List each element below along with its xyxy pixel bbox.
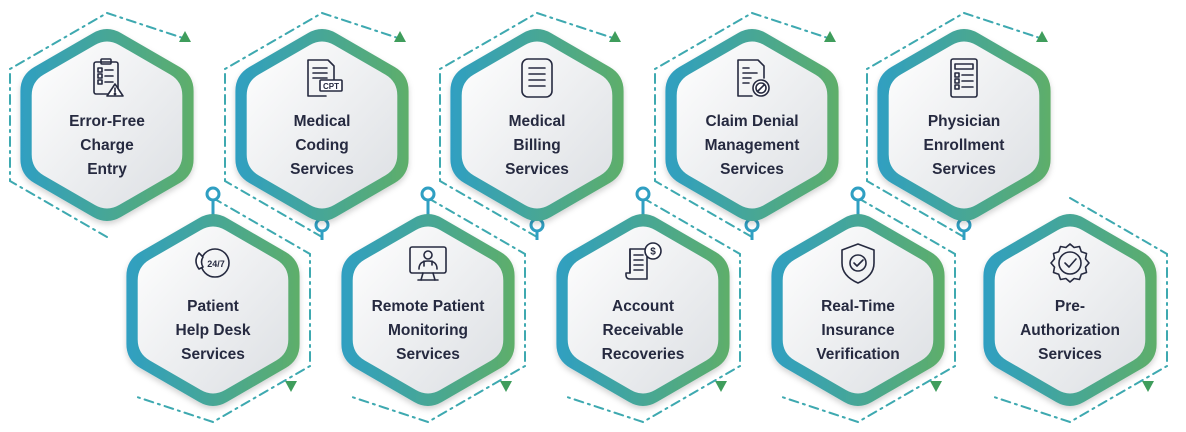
service-label-line: Services: [1038, 346, 1102, 363]
service-label-line: Pre-: [1054, 298, 1086, 315]
service-label-line: Help Desk: [175, 322, 251, 339]
service-label-line: Billing: [513, 137, 561, 154]
hexagon-card: [567, 226, 719, 394]
service-label-line: Charge: [80, 137, 134, 154]
hexagon-card: [461, 41, 613, 209]
cpt-document-icon: CPT: [307, 59, 343, 97]
connector-dot: [420, 186, 436, 202]
dashed-orbit-line: [990, 197, 1168, 424]
dashed-orbit-line: [654, 11, 832, 238]
phone-24-7-icon: 24/7: [195, 248, 230, 278]
denied-document-icon: [737, 59, 770, 97]
cpt-icon-text: CPT: [323, 82, 339, 91]
service-label-line: Entry: [87, 161, 127, 178]
flow-arrow-icon: [285, 381, 297, 392]
monitor-doctor-icon: [409, 246, 447, 281]
service-label-line: Monitoring: [387, 322, 469, 339]
hexagon-card: [246, 41, 398, 209]
flow-arrow-icon: [930, 381, 942, 392]
service-label-line: Services: [932, 161, 996, 178]
service-label-line: Receivable: [602, 322, 684, 339]
service-label-line: Services: [290, 161, 354, 178]
connector-dot: [205, 186, 221, 202]
service-label-line: Management: [704, 137, 800, 154]
service-label-line: Medical: [293, 113, 351, 130]
dashed-orbit-line: [778, 197, 956, 424]
flow-arrow-icon: [179, 31, 191, 42]
service-label-line: Physician: [927, 113, 1001, 130]
service-label-line: Services: [396, 346, 460, 363]
connector-dot: [635, 186, 651, 202]
service-label-line: Services: [181, 346, 245, 363]
dashed-orbit-line: [224, 11, 402, 238]
service-label-line: Services: [720, 161, 784, 178]
phone-icon-text: 24/7: [207, 259, 225, 269]
service-label-line: Patient: [187, 298, 239, 315]
service-label-line: Claim Denial: [705, 113, 799, 130]
shield-check-icon: [841, 243, 875, 284]
flow-arrow-icon: [1036, 31, 1048, 42]
flow-arrow-icon: [609, 31, 621, 42]
service-label-line: Insurance: [821, 322, 895, 339]
dashed-orbit-line: [9, 11, 187, 238]
service-label-line: Authorization: [1020, 322, 1120, 339]
billing-document-icon: [521, 58, 553, 98]
hexagon-card: [888, 41, 1040, 209]
service-label-line: Real-Time: [821, 298, 895, 315]
badge-check-icon: [1050, 243, 1090, 283]
hexagon-card: [676, 41, 828, 209]
service-label-line: Verification: [816, 346, 900, 363]
service-label-line: Services: [505, 161, 569, 178]
hexagon-card: [352, 226, 504, 394]
hexagon-card: [137, 226, 289, 394]
dashed-orbit-line: [563, 197, 741, 424]
enrollment-form-icon: [950, 58, 978, 98]
connector-dot: [850, 186, 866, 202]
dashed-orbit-line: [348, 197, 526, 424]
service-label-line: Coding: [295, 137, 349, 154]
hexagon-card: [31, 41, 183, 209]
flow-arrow-icon: [500, 381, 512, 392]
service-label-line: Account: [612, 298, 674, 315]
service-label-line: Error-Free: [69, 113, 145, 130]
dashed-orbit-line: [133, 197, 311, 424]
hexagon-card: [994, 226, 1146, 394]
dollar-sign-glyph: $: [650, 247, 656, 258]
service-label-line: Medical: [508, 113, 566, 130]
flow-arrow-icon: [1142, 381, 1154, 392]
flow-arrow-icon: [715, 381, 727, 392]
clipboard-warning-icon: [93, 58, 124, 97]
dashed-orbit-line: [866, 11, 1044, 238]
flow-arrow-icon: [394, 31, 406, 42]
service-label-line: Enrollment: [923, 137, 1005, 154]
flow-arrow-icon: [824, 31, 836, 42]
receipt-dollar-icon: $: [625, 242, 662, 280]
service-label-line: Remote Patient: [371, 298, 485, 315]
dashed-orbit-line: [439, 11, 617, 238]
service-label-line: Recoveries: [601, 346, 685, 363]
hexagon-card: [782, 226, 934, 394]
